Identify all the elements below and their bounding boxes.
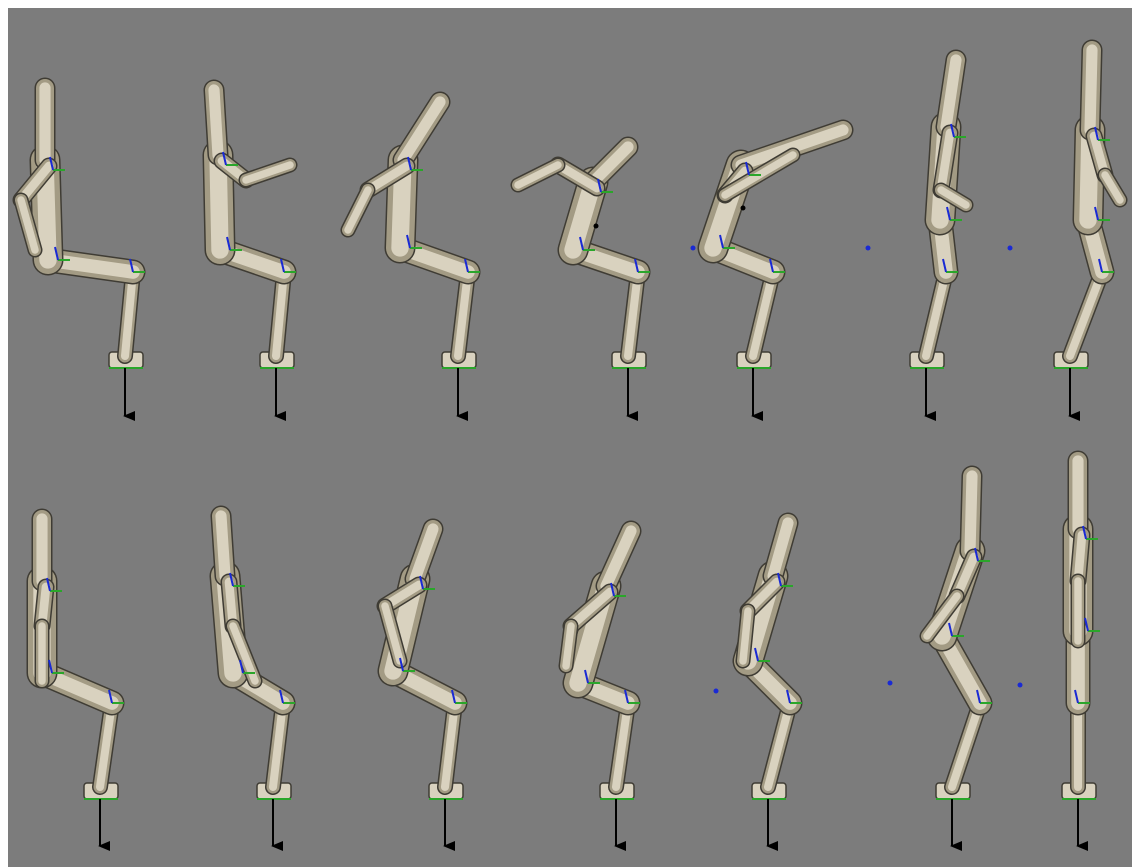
shank-segment: [753, 272, 773, 356]
skeleton-frame: [927, 476, 992, 846]
skeleton-frame: [348, 102, 480, 416]
neck-head-segment: [214, 90, 218, 155]
shank-segment: [628, 272, 638, 356]
simulation-viewport: [8, 8, 1132, 867]
upper-arm-segment: [941, 133, 950, 190]
shank-segment: [100, 703, 112, 787]
shank-segment: [768, 703, 790, 787]
shank-segment: [125, 272, 133, 356]
skeleton-frame: [1054, 50, 1120, 416]
marker-dot: [1008, 246, 1013, 251]
forearm-segment: [518, 165, 558, 185]
marker-dot: [594, 224, 599, 229]
skeleton-frame: [385, 529, 467, 846]
forearm-segment: [743, 611, 748, 661]
shank-segment: [1070, 272, 1102, 356]
neck-head-segment: [415, 529, 433, 579]
skeleton-frame: [518, 147, 650, 416]
marker-dot: [866, 246, 871, 251]
forearm-segment: [1105, 175, 1120, 200]
skeleton-frame: [214, 90, 296, 416]
shank-segment: [952, 703, 980, 787]
skeleton-frame: [21, 88, 145, 416]
row-sit-to-stand-arms-down: [42, 461, 1100, 846]
shank-segment: [276, 272, 284, 356]
neck-head-segment: [403, 102, 440, 160]
skeleton-frame: [42, 519, 124, 846]
neck-head-segment: [221, 516, 225, 576]
forearm-segment: [348, 190, 368, 230]
neck-head-segment: [946, 60, 956, 127]
marker-dot: [741, 206, 746, 211]
shank-segment: [926, 272, 946, 356]
skeleton-frame: [910, 60, 966, 416]
neck-head-segment: [970, 476, 972, 551]
marker-dot: [888, 681, 893, 686]
motion-sequence-canvas: [8, 8, 1132, 867]
shank-segment: [273, 703, 283, 787]
marker-dot: [691, 246, 696, 251]
skeleton-frame: [713, 130, 843, 416]
neck-head-segment: [593, 147, 628, 182]
neck-head-segment: [773, 523, 788, 576]
shank-segment: [445, 703, 455, 787]
neck-head-segment: [606, 531, 631, 586]
shank-segment: [616, 703, 628, 787]
skeleton-frame: [221, 516, 295, 846]
forearm-segment: [566, 626, 571, 666]
marker-dot: [714, 689, 719, 694]
skeleton-frame: [1062, 461, 1100, 846]
shank-segment: [458, 272, 468, 356]
skeleton-frame: [743, 523, 802, 846]
row-sit-to-stand-with-arm-swing: [21, 50, 1120, 416]
marker-dot: [1018, 683, 1023, 688]
skeleton-frame: [566, 531, 640, 846]
forearm-segment: [246, 165, 290, 180]
neck-head-segment: [1090, 50, 1092, 130]
